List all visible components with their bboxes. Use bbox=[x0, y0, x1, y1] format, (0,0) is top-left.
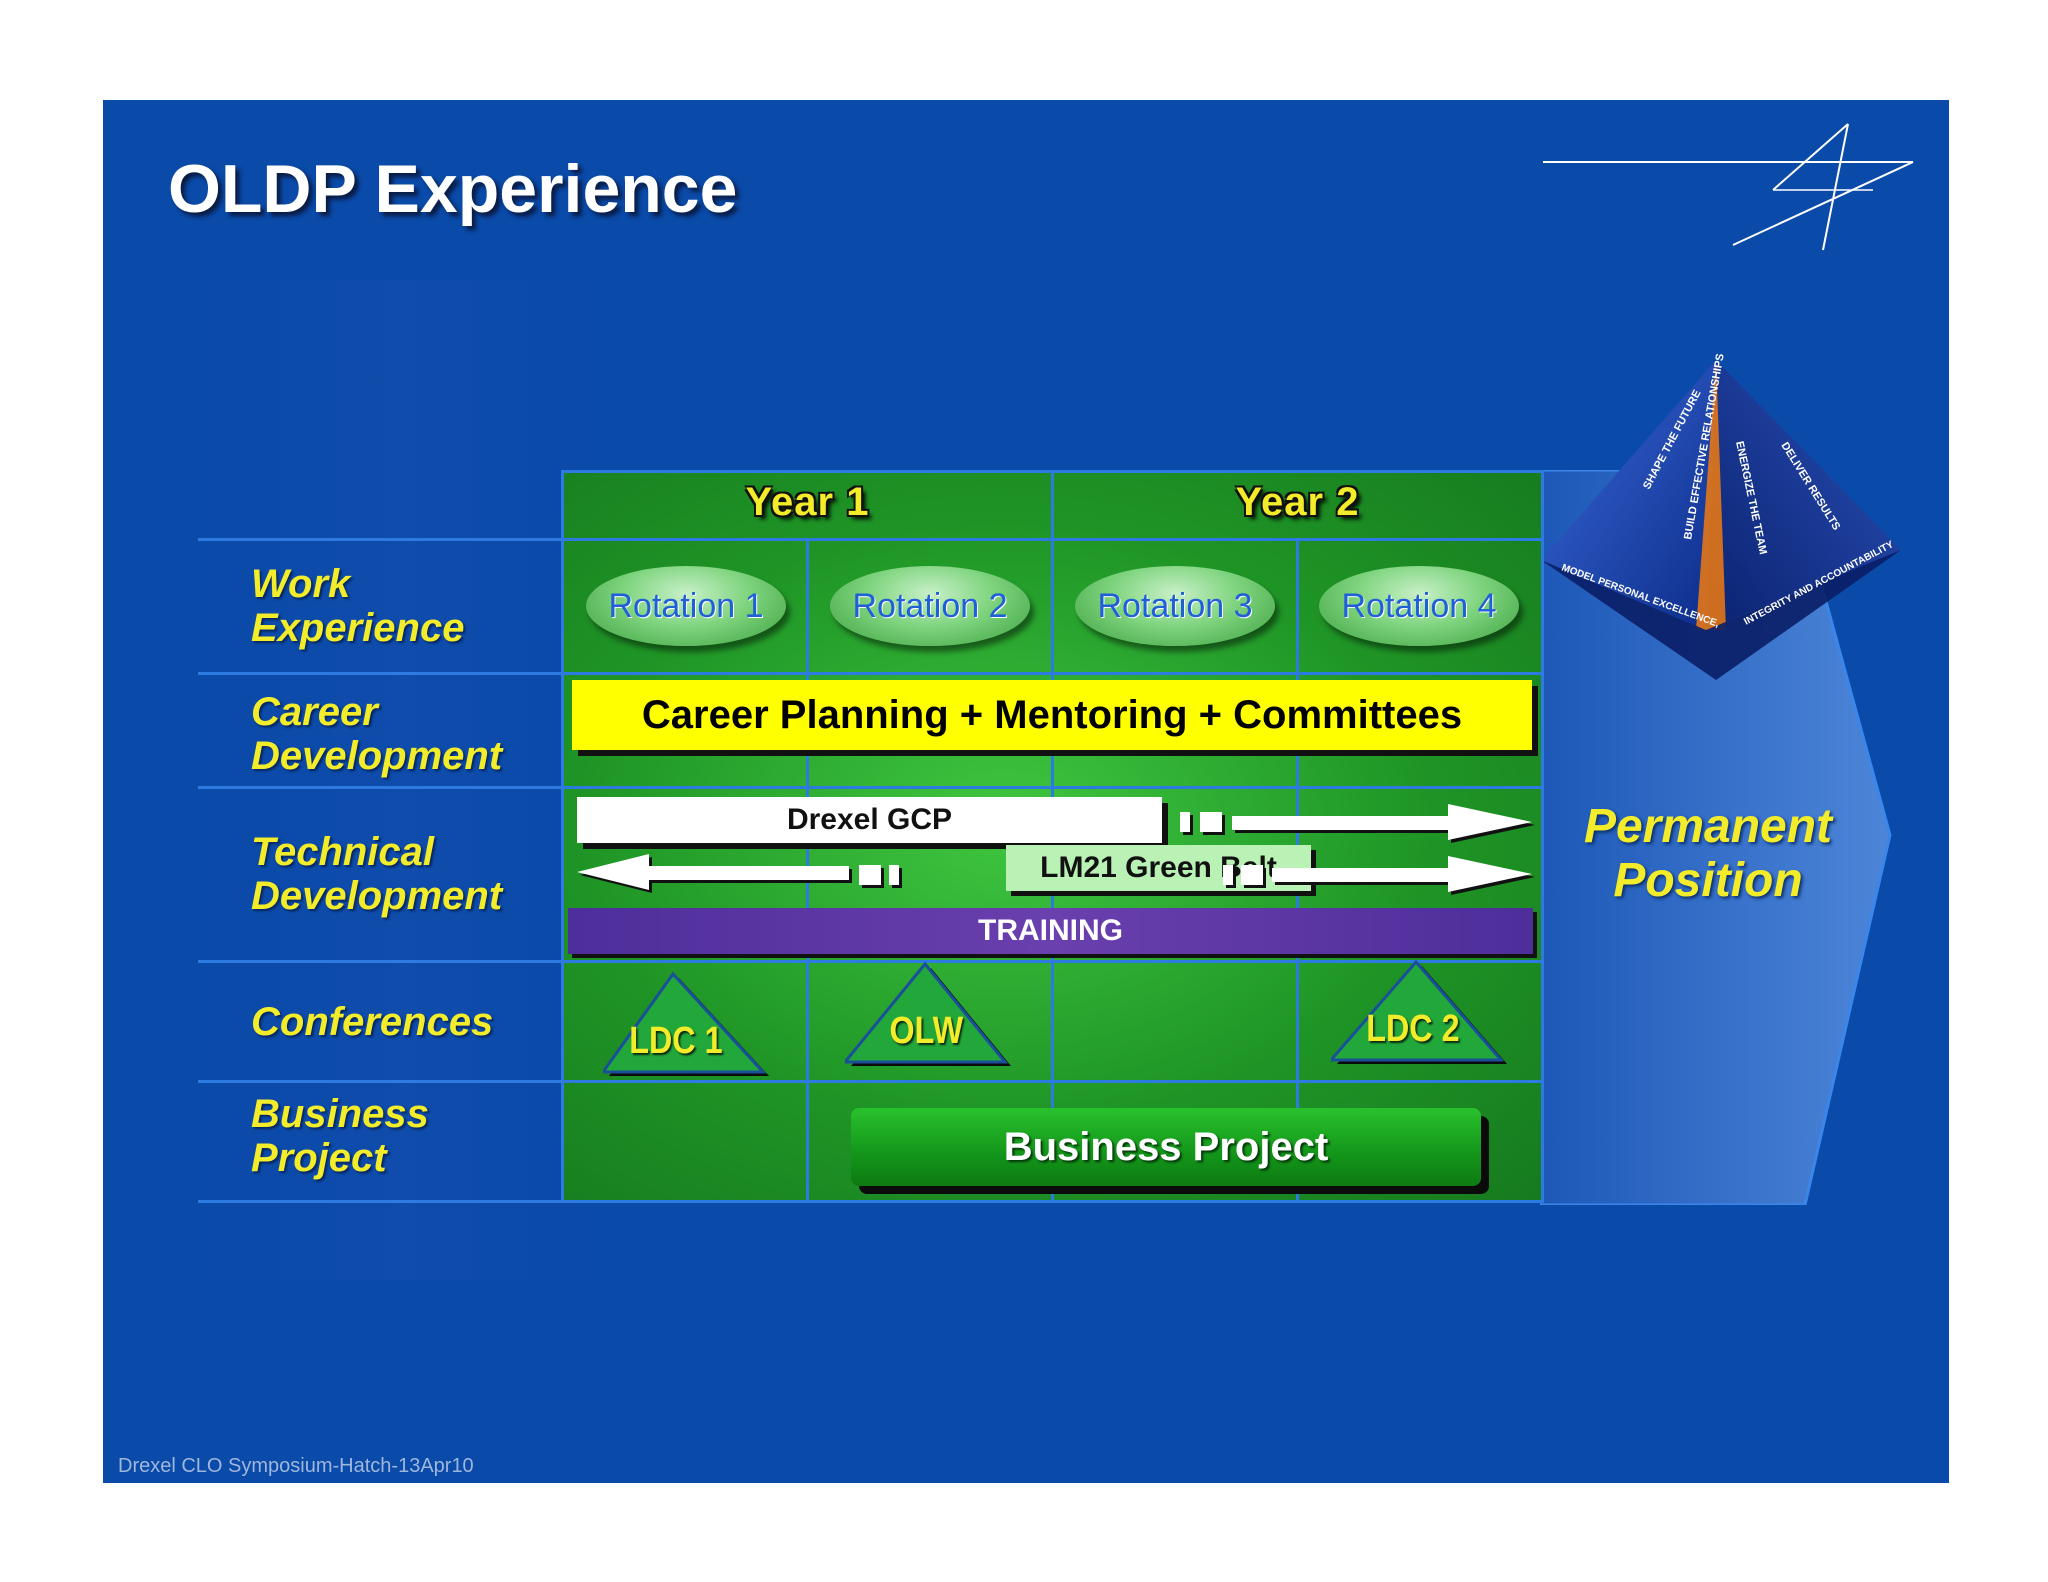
row-label-line: Work bbox=[251, 562, 351, 606]
permanent-position-label: Permanent Position bbox=[1543, 800, 1873, 908]
training-bar: TRAINING bbox=[568, 908, 1533, 954]
business-project-bar: Business Project bbox=[851, 1108, 1481, 1186]
row-label-line: Conferences bbox=[251, 1000, 494, 1044]
position-label: Position bbox=[1613, 854, 1803, 907]
ldc1-triangle-icon bbox=[603, 971, 769, 1076]
ldc2-label: LDC 2 bbox=[1366, 1008, 1460, 1050]
drexel-gcp-bar bbox=[577, 797, 1162, 843]
rotation-label: Rotation 1 bbox=[608, 586, 764, 625]
lm21-green-belt-label: LM21 Green Belt bbox=[1040, 851, 1277, 884]
star-logo-icon bbox=[1543, 123, 1914, 251]
permanent-position-arrow bbox=[1540, 470, 1892, 1205]
row-label-conferences: Conferences bbox=[251, 1000, 493, 1044]
dash-segment bbox=[1223, 865, 1233, 885]
rotation-1-oval: Rotation 1 bbox=[586, 566, 786, 646]
row-label-line: Development bbox=[251, 874, 503, 918]
olw-triangle-icon bbox=[845, 961, 1011, 1066]
dash-segment bbox=[1241, 865, 1263, 885]
ldc2-triangle-icon bbox=[1331, 959, 1507, 1064]
olw-label: OLW bbox=[889, 1010, 964, 1052]
rotation-label: Rotation 4 bbox=[1341, 586, 1497, 625]
dash-segment bbox=[889, 865, 899, 885]
row-label-work-experience: Work Experience bbox=[251, 562, 464, 650]
grid-line bbox=[1541, 470, 1544, 1203]
row-divider bbox=[198, 960, 663, 963]
year-2-header: Year 2 bbox=[1235, 480, 1360, 524]
dash-segment bbox=[1180, 812, 1190, 832]
row-divider bbox=[198, 672, 663, 675]
dash-segment bbox=[1200, 812, 1222, 832]
leadership-pyramid-icon: SHAPE THE FUTURE BUILD EFFECTIVE RELATIO… bbox=[1541, 353, 1901, 680]
rotation-3-oval: Rotation 3 bbox=[1075, 566, 1275, 646]
row-label-line: Career bbox=[251, 690, 378, 734]
arrow-right-icon bbox=[1272, 856, 1535, 895]
rotation-label: Rotation 2 bbox=[852, 586, 1008, 625]
row-divider bbox=[198, 1200, 663, 1203]
career-planning-bar: Career Planning + Mentoring + Committees bbox=[572, 680, 1532, 750]
arrow-left-icon bbox=[577, 854, 852, 893]
arrow-right-icon bbox=[1232, 804, 1535, 843]
rotation-4-oval: Rotation 4 bbox=[1319, 566, 1519, 646]
year-1-header: Year 1 bbox=[745, 480, 870, 524]
row-divider bbox=[198, 1080, 663, 1083]
row-label-line: Project bbox=[251, 1136, 387, 1180]
row-label-line: Experience bbox=[251, 606, 465, 650]
permanent-label: Permanent bbox=[1583, 800, 1833, 853]
footer-text: Drexel CLO Symposium-Hatch-13Apr10 bbox=[118, 1455, 474, 1477]
lm21-green-belt-bar: LM21 Green Belt bbox=[1006, 845, 1311, 891]
row-label-business-project: Business Project bbox=[251, 1092, 429, 1180]
row-divider bbox=[198, 786, 663, 789]
dash-segment bbox=[859, 865, 881, 885]
ldc1-label: LDC 1 bbox=[629, 1020, 723, 1062]
drexel-gcp-label: Drexel GCP bbox=[786, 803, 953, 836]
row-divider bbox=[198, 538, 663, 541]
slide: OLDP Experience SHAPE TH bbox=[103, 100, 1949, 1483]
page-title: OLDP Experience bbox=[168, 151, 738, 227]
row-label-line: Development bbox=[251, 734, 503, 778]
row-label-technical-development: Technical Development bbox=[251, 830, 502, 918]
row-label-line: Business bbox=[251, 1092, 429, 1136]
rotation-2-oval: Rotation 2 bbox=[830, 566, 1030, 646]
row-label-line: Technical bbox=[251, 830, 435, 874]
background-glow bbox=[193, 280, 613, 1280]
row-label-career-development: Career Development bbox=[251, 690, 502, 778]
rotation-label: Rotation 3 bbox=[1097, 586, 1253, 625]
